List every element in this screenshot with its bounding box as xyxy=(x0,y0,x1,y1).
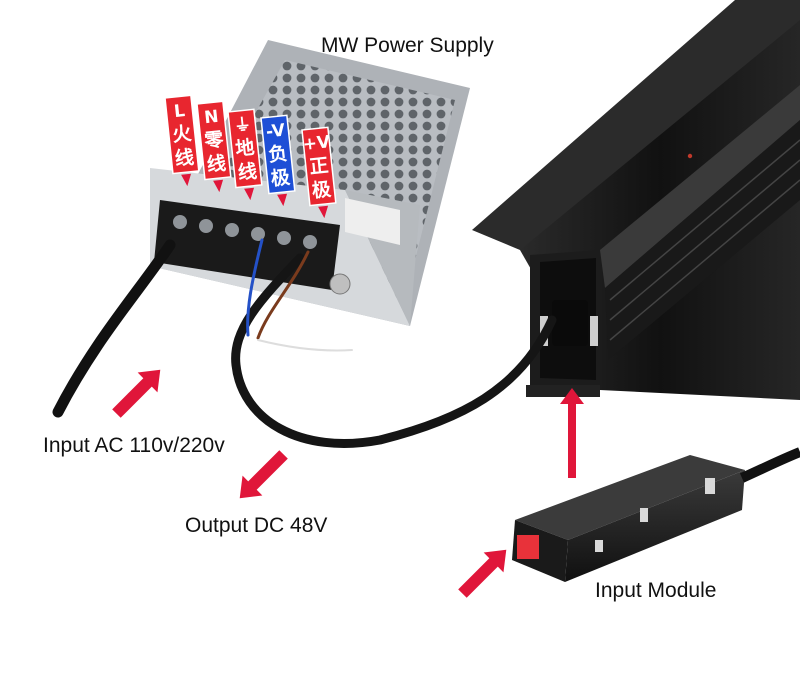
terminal-label-text: 火 xyxy=(171,122,193,146)
terminal-label-text: 零 xyxy=(202,128,225,152)
arrows xyxy=(112,369,584,598)
arrow-output-dc xyxy=(239,450,288,499)
terminal-label-3: ⏚地线 xyxy=(227,108,263,201)
terminal-label-text: 极 xyxy=(311,177,333,202)
terminal-label-text: 线 xyxy=(206,151,227,176)
terminal-label-text: +V xyxy=(302,132,332,155)
track-rail xyxy=(472,0,800,400)
caption-output-dc: Output DC 48V xyxy=(185,514,328,537)
terminal-label-text: ⏚ xyxy=(233,115,252,137)
terminal-label-text: 线 xyxy=(237,159,258,184)
terminal-pointer xyxy=(213,179,224,193)
terminal-label-text: -V xyxy=(265,121,287,143)
arrow-module-to-rail xyxy=(560,388,584,478)
cables xyxy=(52,238,557,448)
terminal-pointer xyxy=(181,173,192,187)
terminal-label-text: 线 xyxy=(174,145,195,170)
terminal-label-text: L xyxy=(173,101,186,122)
terminal-label-text: 负 xyxy=(267,142,288,167)
terminal-pointer xyxy=(318,205,329,219)
terminal-label-4: -V负极 xyxy=(260,114,296,207)
caption-input-module: Input Module xyxy=(595,579,717,602)
terminal-label-5: +V正极 xyxy=(301,126,337,219)
terminal-pointer xyxy=(277,193,288,207)
module-release-button xyxy=(517,535,539,559)
caption-power-supply: MW Power Supply xyxy=(321,34,494,57)
caption-input-ac: Input AC 110v/220v xyxy=(43,434,225,457)
input-module xyxy=(512,447,800,582)
terminal-label-text: 正 xyxy=(308,154,329,178)
terminal-label-1: L火线 xyxy=(164,94,200,187)
arrow-input-ac xyxy=(112,369,161,418)
terminal-pointer xyxy=(244,187,255,201)
terminal-label-text: N xyxy=(203,107,219,128)
terminal-label-text: 地 xyxy=(234,136,255,161)
terminal-label-text: 极 xyxy=(270,165,292,190)
arrow-input-module xyxy=(458,549,507,598)
terminal-label-2: N零线 xyxy=(196,100,232,193)
